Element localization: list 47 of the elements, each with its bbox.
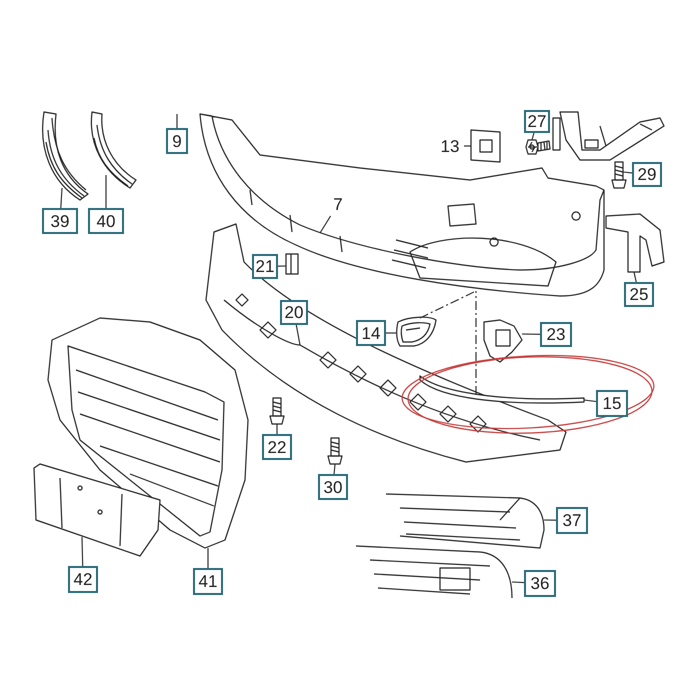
callout-number: 7 xyxy=(328,192,348,216)
leader-line xyxy=(464,145,471,147)
leader-line xyxy=(105,175,107,208)
callout-number: 13 xyxy=(436,134,464,158)
leader-line xyxy=(633,272,637,282)
clip-drawing xyxy=(284,252,300,276)
assembly-line xyxy=(475,291,477,395)
leader-line xyxy=(512,581,524,584)
leader-line xyxy=(531,132,534,140)
leader-line xyxy=(544,519,556,521)
bracket-drawing xyxy=(470,128,502,164)
callout-number: 22 xyxy=(262,434,292,460)
mounting-bracket-drawing xyxy=(552,110,666,162)
leader-line xyxy=(386,332,396,334)
leader-line xyxy=(207,548,209,568)
screw-drawing xyxy=(611,160,625,190)
callout-number: 36 xyxy=(524,570,556,597)
leader-line xyxy=(622,171,632,174)
callout-number: 9 xyxy=(166,128,188,154)
leader-line xyxy=(584,399,596,402)
callout-number: 39 xyxy=(42,208,78,234)
leader-line xyxy=(278,265,286,267)
callout-number: 41 xyxy=(193,568,223,595)
bracket-drawing xyxy=(604,212,666,274)
leader-line xyxy=(522,333,540,335)
callout-number: 21 xyxy=(252,254,278,279)
leader-line xyxy=(320,216,332,234)
callout-number: 42 xyxy=(68,566,98,593)
leader-line xyxy=(81,536,84,566)
leader-line xyxy=(60,188,63,208)
leader-line xyxy=(176,114,178,128)
screw-drawing xyxy=(269,396,285,426)
callout-number: 25 xyxy=(624,282,654,307)
assembly-line xyxy=(420,290,476,318)
callout-number: 23 xyxy=(540,322,572,347)
callout-number: 14 xyxy=(356,320,386,346)
callout-number: 37 xyxy=(556,507,588,534)
callout-number: 30 xyxy=(318,474,348,500)
callout-number: 27 xyxy=(524,110,550,133)
leader-line xyxy=(296,324,301,346)
leader-line xyxy=(276,424,278,434)
leader-line xyxy=(334,464,336,474)
bolt-drawing xyxy=(525,138,551,156)
screw-drawing xyxy=(327,436,343,466)
callout-number: 29 xyxy=(632,162,662,187)
callout-number: 15 xyxy=(596,390,628,417)
callout-number: 40 xyxy=(88,208,124,234)
